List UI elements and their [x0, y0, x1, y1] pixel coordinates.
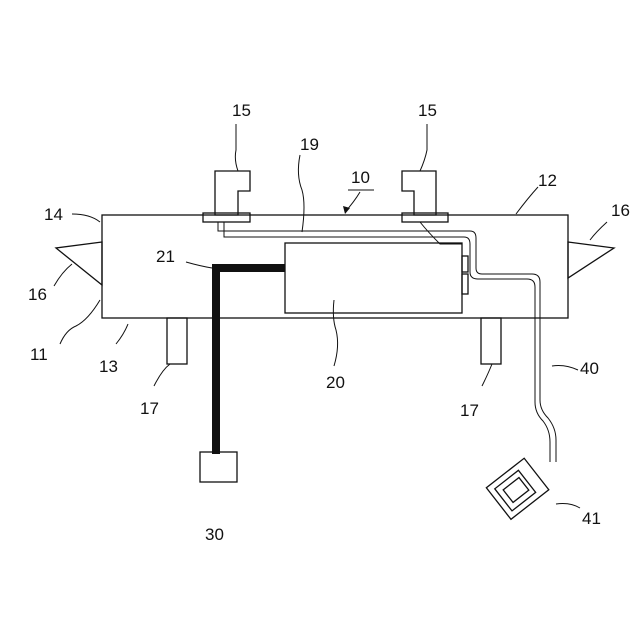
- module-terminal-bottom: [462, 274, 468, 294]
- label-12: 12: [538, 171, 557, 190]
- right-flange: [568, 242, 614, 278]
- label-15-left: 15: [232, 101, 251, 120]
- label-21: 21: [156, 247, 175, 266]
- left-foot: [167, 318, 187, 364]
- cable-21: [216, 268, 285, 454]
- plug-41: [486, 458, 548, 519]
- module-20: [285, 243, 462, 313]
- label-40: 40: [580, 359, 599, 378]
- label-17-left: 17: [140, 399, 159, 418]
- housing: [102, 215, 568, 318]
- left-clip: [215, 171, 250, 215]
- right-foot: [481, 318, 501, 364]
- connector-30: [200, 452, 237, 482]
- left-flange: [56, 242, 102, 285]
- label-10: 10: [351, 168, 370, 187]
- label-16-left: 16: [28, 285, 47, 304]
- label-14: 14: [44, 205, 63, 224]
- label-13: 13: [99, 357, 118, 376]
- wire-19-outer: [218, 222, 556, 462]
- label-15-right: 15: [418, 101, 437, 120]
- wire-19-branch: [420, 222, 462, 244]
- label-11: 11: [30, 345, 48, 364]
- label-41: 41: [582, 509, 601, 528]
- label-20: 20: [326, 373, 345, 392]
- right-clip: [402, 171, 436, 215]
- label-17-right: 17: [460, 401, 479, 420]
- label-19: 19: [300, 135, 319, 154]
- label-16-right: 16: [611, 201, 630, 220]
- label-30: 30: [205, 525, 224, 544]
- module-terminal-top: [462, 256, 468, 272]
